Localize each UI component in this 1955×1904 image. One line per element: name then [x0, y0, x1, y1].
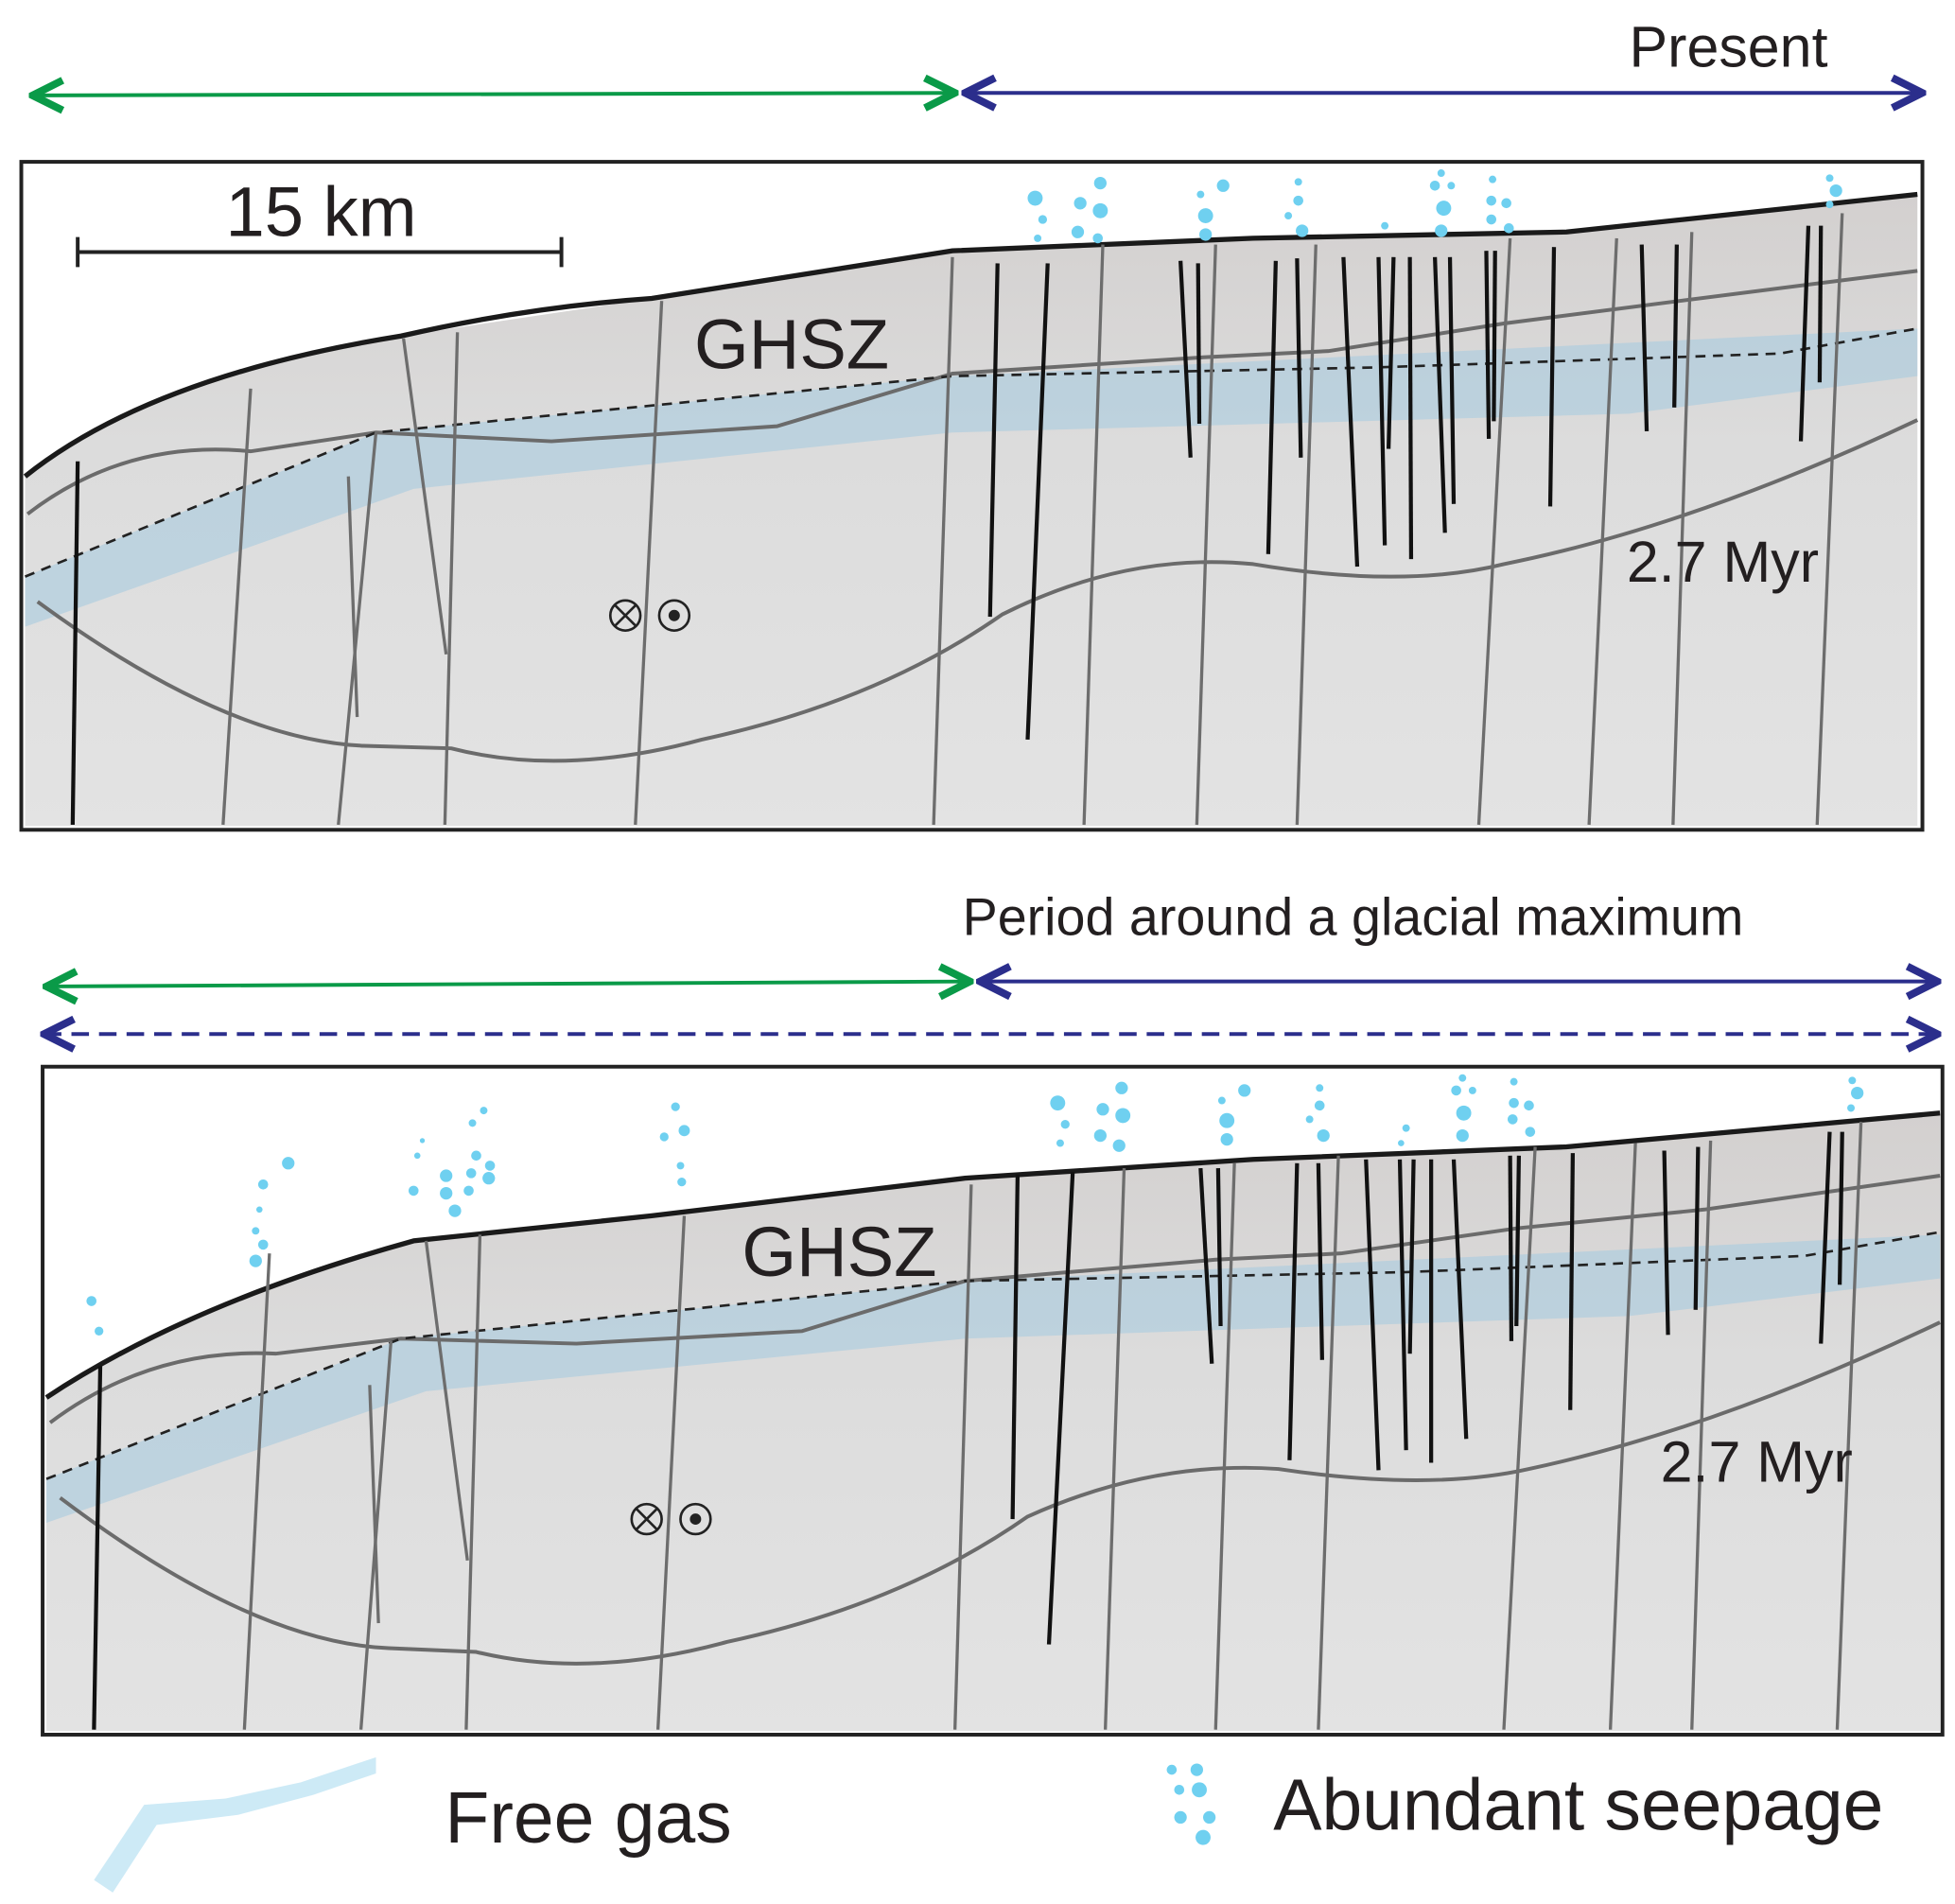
panel-glacial-maximum: Period around a glacial maximum: [43, 888, 1945, 1737]
ghsz-label: GHSZ: [742, 1213, 936, 1291]
green-arrow: [46, 982, 970, 987]
strike-slip-symbols: [630, 1502, 712, 1536]
faults: [70, 213, 1844, 826]
green-arrow: [32, 93, 954, 96]
horizon-upper: [26, 269, 1918, 515]
age-label: 2.7 Myr: [1661, 1429, 1853, 1494]
ghsz-label: GHSZ: [694, 306, 889, 384]
scale-bar-label: 15 km: [226, 172, 417, 251]
seafloor: [23, 191, 1918, 479]
horizon-upper: [48, 1174, 1941, 1424]
legend-free-gas: Free gas: [445, 1777, 731, 1859]
panel-title: Present: [1630, 14, 1828, 79]
free-gas-swatch: [94, 1756, 376, 1893]
panel-present: Present: [19, 14, 1923, 832]
legend: Free gas Abundant seepage: [94, 1756, 1883, 1893]
panel-title: Period around a glacial maximum: [963, 888, 1744, 947]
free-gas-zone: [25, 328, 1918, 627]
seepage-swatch: [1166, 1763, 1216, 1845]
horizon-2.7-myr: [59, 1320, 1941, 1666]
scale-bar: 15 km: [76, 172, 564, 268]
ghsz-base-line: [45, 1231, 1941, 1480]
age-label: 2.7 Myr: [1627, 530, 1819, 594]
free-gas-zone: [46, 1234, 1941, 1524]
strike-slip-symbols: [608, 599, 691, 632]
faults: [92, 1121, 1863, 1730]
seepage-bubbles: [1027, 169, 1842, 244]
seafloor: [44, 1110, 1941, 1400]
legend-seepage: Abundant seepage: [1273, 1765, 1883, 1846]
horizon-2.7-myr: [36, 418, 1919, 763]
seepage-bubbles: [86, 1074, 1864, 1336]
